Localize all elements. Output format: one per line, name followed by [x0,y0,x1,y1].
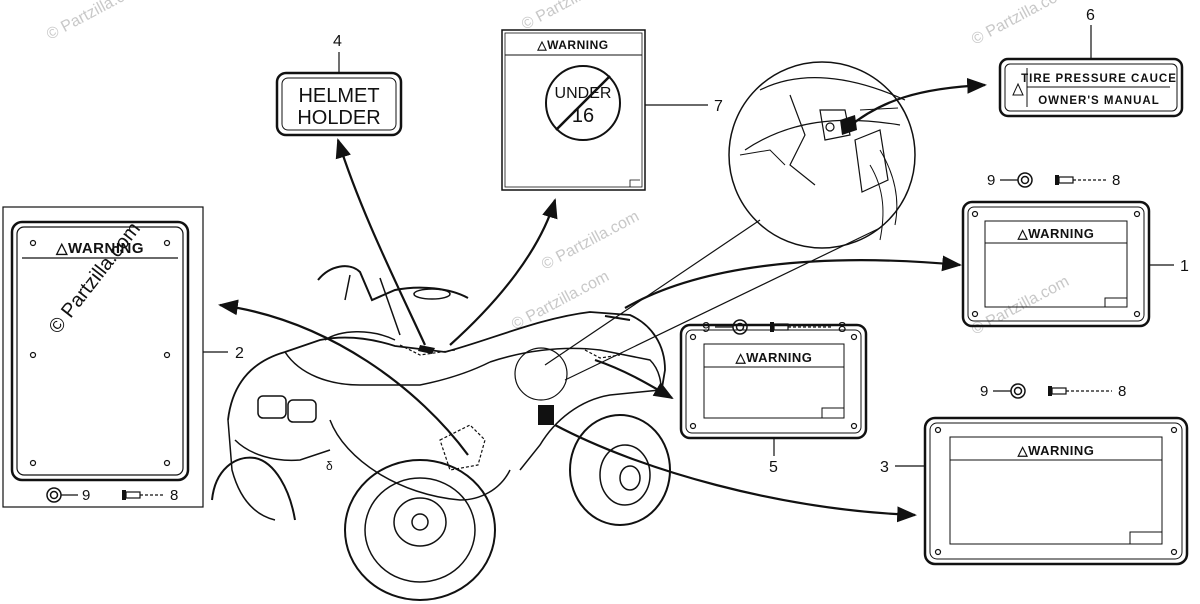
callout-8: 8 [838,319,846,336]
warning-text: △WARNING [735,350,813,365]
warning-text: △WARNING [1017,226,1095,241]
arrow-to-label-3 [554,424,917,523]
fastener-set-lower-right: 9 8 [980,383,1126,400]
watermark: © Partzilla.com [509,268,612,334]
arrow-to-label-1 [624,255,962,309]
callout-9: 9 [82,487,90,504]
tire-pressure-label-6[interactable]: TIRE PRESSURE CAUCE OWNER'S MANUAL [998,57,1184,118]
warning-label-3[interactable]: △WARNING [923,416,1189,566]
fuel-symbol: δ [326,459,333,473]
warning-text: △WARNING [55,240,144,257]
arrow-to-label-7 [449,198,558,346]
callout-7: 7 [714,98,723,115]
watermark: © Partzilla.com [539,208,642,274]
fastener-set-upper-right: 9 8 [987,172,1120,189]
watermark: © Partzilla.com [519,0,622,34]
warning-text: △WARNING [1017,443,1095,458]
tire-line-2: OWNER'S MANUAL [1038,95,1160,107]
callout-8: 8 [1112,172,1120,189]
helmet-holder-label-4[interactable]: HELMET HOLDER [275,71,403,137]
age-text: 16 [572,105,594,127]
callout-6: 6 [1086,7,1095,24]
callout-9: 9 [980,383,988,400]
watermark: © Partzilla.com [44,0,147,44]
callout-1: 1 [1180,258,1189,275]
detail-circle [728,61,916,249]
fastener-set-left: 9 8 [46,487,178,504]
leader-arrows [218,77,987,523]
warning-label-2[interactable]: △WARNING © Partzilla.com [2,206,204,508]
callout-9: 9 [702,319,710,336]
under-16-label-7[interactable]: △WARNING UNDER 16 [501,29,646,191]
watermark: © Partzilla.com [969,273,1072,339]
arrow-to-label-6 [844,77,987,131]
callout-9: 9 [987,172,995,189]
detail-source-circle [514,347,568,401]
atv-illustration: δ [211,265,671,601]
fastener-set-middle: 9 8 [702,319,846,336]
watermark: © Partzilla.com [969,0,1072,49]
arrow-to-label-5 [594,358,674,400]
callout-2: 2 [235,345,244,362]
callout-8: 8 [1118,383,1126,400]
warning-label-5[interactable]: △WARNING [679,323,868,440]
helmet-line-2: HOLDER [297,107,380,129]
callout-5: 5 [769,459,778,476]
warning-label-1[interactable]: △WARNING [961,200,1151,328]
callout-8: 8 [170,487,178,504]
arrow-to-label-2 [218,299,469,456]
callout-3: 3 [880,459,889,476]
under-text: UNDER [555,85,612,102]
warning-text: △WARNING [536,38,608,52]
tire-line-1: TIRE PRESSURE CAUCE [1021,73,1177,85]
watermark: © Partzilla.com [45,218,145,338]
callout-4: 4 [333,33,342,50]
helmet-line-1: HELMET [298,85,379,107]
arrow-to-label-4 [335,138,426,346]
